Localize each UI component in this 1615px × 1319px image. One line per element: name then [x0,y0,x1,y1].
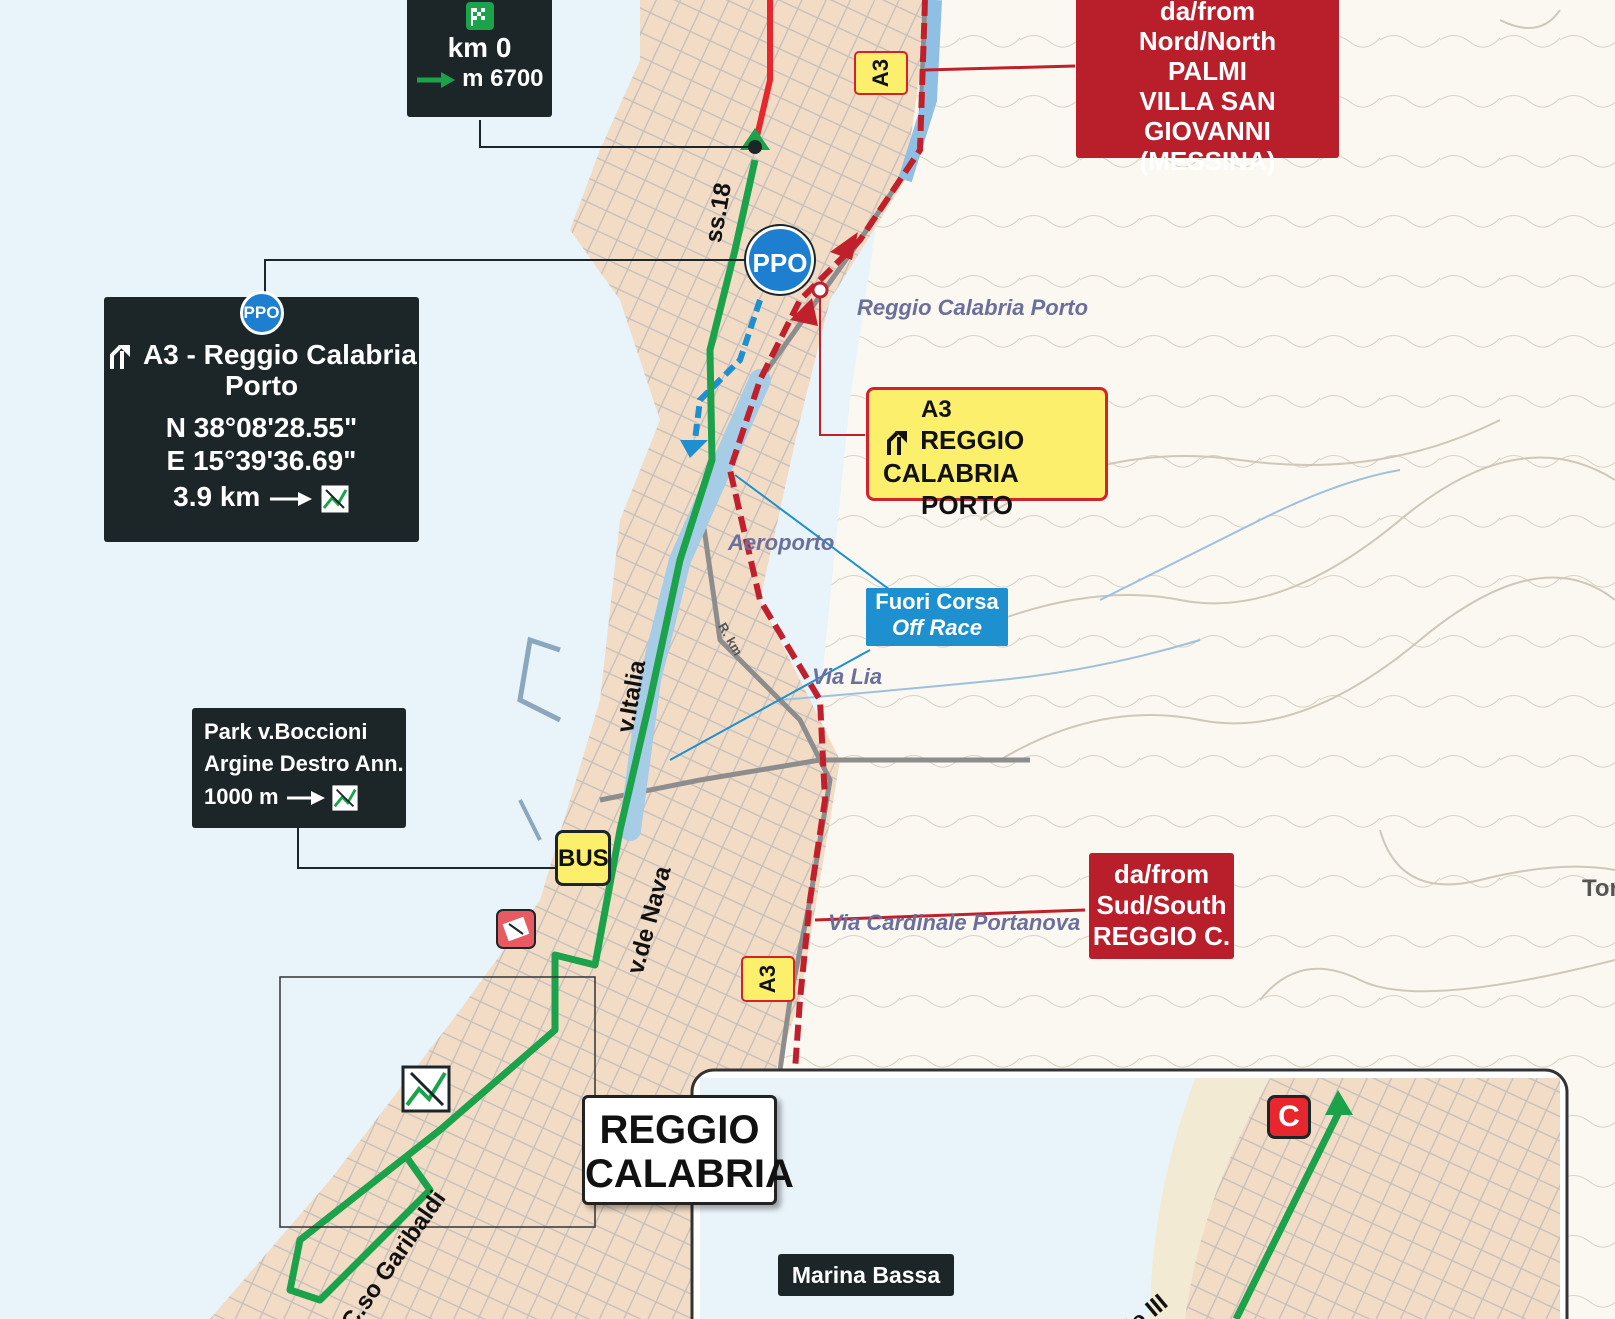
arrow-right-icon [270,491,313,506]
ppo-info-box: PPO A3 - Reggio Calabria Porto N 38°08'2… [104,291,419,542]
start-distance: m 6700 [462,65,544,92]
a3-shield-bottom: A3 [741,956,795,1002]
ppo-distance: 3.9 km [173,481,261,512]
start-box: km 0 m 6700 [407,0,552,117]
aeroporto-label: Aeroporto [728,530,835,555]
city-line2: CALABRIA [585,1152,794,1196]
ppo-latitude: N 38°08'28.55" [165,412,358,443]
ppo-marker: PPO [746,226,814,294]
ppo-title-line1: A3 - Reggio Calabria [142,339,417,370]
off-race-box: Fuori Corsa Off Race [866,588,1008,646]
portanova-label: Via Cardinale Portanova [828,910,1081,935]
via-lia-label: Via Lia [812,664,883,689]
ppo-title-row: A3 - Reggio Calabria [104,339,419,371]
motorway-exit-icon [110,344,131,369]
parking-icon [331,784,359,812]
arrow-right-icon [417,71,456,88]
start-distance-row: m 6700 [407,64,552,94]
north-line4: VILLA SAN GIOVANNI [1139,86,1276,146]
park-line2: Argine Destro Ann. [204,751,404,776]
south-line2: Sud/South [1096,890,1227,920]
tor-label: Tor [1582,875,1615,902]
exit-line2: REGGIO CALABRIA [883,425,1025,489]
north-line1: da/from [1159,0,1256,26]
parking-icon [320,484,350,514]
motorway-exit-icon [887,431,907,456]
arrow-right-icon [286,791,325,806]
porto-label: Reggio Calabria Porto [857,295,1089,320]
city-name-box: REGGIO CALABRIA [582,1095,794,1205]
south-line3: REGGIO C. [1092,921,1231,951]
ppo-longitude: E 15°39'36.69" [166,445,357,476]
ppo-distance-row: 3.9 km [104,477,419,517]
exit-line1: A3 [921,396,952,423]
feed-zone-icon [496,909,536,949]
south-line1: da/from [1113,859,1210,889]
north-line2: Nord/North [1138,26,1277,56]
exit-line2-row: REGGIO CALABRIA [883,424,1105,489]
start-km: km 0 [447,32,512,63]
exit-line3: PORTO [921,490,1013,521]
north-access-box: da/from Nord/North PALMI VILLA SAN GIOVA… [1076,0,1339,176]
ppo-badge: PPO [239,291,284,335]
park-box: Park v.Boccioni Argine Destro Ann. 1000 … [192,708,406,828]
north-line3: PALMI [1168,56,1247,86]
south-access-box: da/from Sud/South REGGIO C. [1089,853,1234,959]
ppo-title-line2: Porto [224,370,299,401]
a3-shield-top: A3 [854,51,908,95]
park-distance-row: 1000 m [204,780,406,814]
exit-box: A3 REGGIO CALABRIA PORTO [866,387,1108,520]
bus-icon: BUS [555,830,611,886]
north-line5: (MESSINA) [1139,146,1276,176]
park-line1: Park v.Boccioni [204,719,368,744]
c-marker-icon: C [1267,1095,1311,1139]
off-race-line2: Off Race [891,615,983,640]
city-line1: REGGIO [599,1108,760,1152]
start-flag-icon [465,2,494,30]
marina-bassa-label: Marina Bassa [778,1254,954,1296]
parking-icon [401,1065,451,1113]
park-distance: 1000 m [204,784,279,809]
off-race-line1: Fuori Corsa [875,589,999,614]
